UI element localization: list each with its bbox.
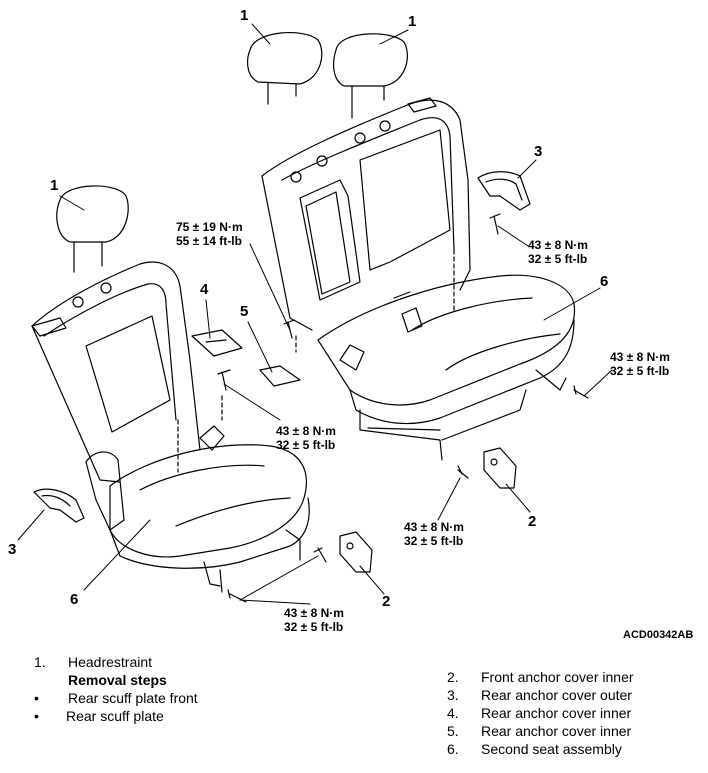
seat-exploded-diagram bbox=[17, 23, 613, 605]
rear-anchor-cover-outer-right bbox=[477, 171, 531, 211]
callout-seat-left: 6 bbox=[70, 591, 79, 608]
callout-rear-anchor-outer-right: 3 bbox=[534, 143, 543, 160]
leader-lines bbox=[17, 23, 613, 605]
callout-front-anchor-right: 2 bbox=[528, 513, 537, 530]
bolts bbox=[217, 213, 589, 603]
list-item: • Rear scuff plate front bbox=[34, 689, 314, 707]
rear-anchor-cover-outer-left bbox=[33, 488, 85, 523]
removal-steps-heading: Removal steps bbox=[68, 672, 167, 688]
bullet: • bbox=[34, 708, 39, 724]
front-seat-assembly bbox=[31, 261, 310, 593]
list-item: 3. Rear anchor cover outer bbox=[447, 686, 697, 704]
item-label: Front anchor cover inner bbox=[481, 669, 634, 685]
callout-rear-anchor-inner-5: 5 bbox=[240, 303, 249, 320]
callout-rear-anchor-inner-4: 4 bbox=[200, 281, 209, 298]
item-label: Rear anchor cover outer bbox=[481, 687, 632, 703]
callout-rear-anchor-outer-left: 3 bbox=[8, 541, 17, 558]
callout-seat-right: 6 bbox=[600, 273, 609, 290]
list-item: 5. Rear anchor cover inner bbox=[447, 722, 697, 740]
callout-front-anchor-left: 2 bbox=[382, 593, 391, 610]
callout-headrest-front: 1 bbox=[50, 177, 59, 194]
figure-code: ACD00342AB bbox=[623, 629, 694, 641]
headrest-front bbox=[56, 185, 129, 273]
front-anchor-cover-left bbox=[339, 531, 373, 573]
rear-anchor-cover-inner-4 bbox=[191, 329, 243, 357]
list-item: 2. Front anchor cover inner bbox=[447, 668, 697, 686]
item-label: Rear scuff plate bbox=[66, 708, 164, 724]
item-label: Rear anchor cover inner bbox=[481, 705, 632, 721]
parts-list-right: 2. Front anchor cover inner 3. Rear anch… bbox=[447, 668, 697, 758]
item-number: 2. bbox=[447, 669, 459, 685]
rear-seat-assembly bbox=[261, 97, 576, 461]
list-item: 6. Second seat assembly bbox=[447, 740, 697, 758]
list-item: 4. Rear anchor cover inner bbox=[447, 704, 697, 722]
parts-list-left: 1. Headrestraint Removal steps • Rear sc… bbox=[34, 653, 314, 725]
rear-anchor-cover-inner-5 bbox=[259, 365, 301, 387]
item-number: 4. bbox=[447, 705, 459, 721]
headrest-rear-right bbox=[333, 33, 408, 119]
item-label: Second seat assembly bbox=[481, 741, 622, 757]
bullet: • bbox=[34, 690, 39, 706]
item-number: 6. bbox=[447, 741, 459, 757]
item-number: 5. bbox=[447, 723, 459, 739]
list-item: 1. Headrestraint bbox=[34, 653, 314, 671]
item-number: 3. bbox=[447, 687, 459, 703]
headrest-rear-left bbox=[247, 31, 323, 105]
item-number: 1. bbox=[34, 654, 46, 670]
item-label: Rear scuff plate front bbox=[68, 690, 198, 706]
list-item: • Rear scuff plate bbox=[34, 707, 314, 725]
item-label: Rear anchor cover inner bbox=[481, 723, 632, 739]
front-anchor-cover-right bbox=[483, 447, 517, 489]
callout-headrest-rear-left: 1 bbox=[240, 7, 249, 24]
item-label: Headrestraint bbox=[68, 654, 153, 670]
callout-headrest-rear-right: 1 bbox=[408, 13, 417, 30]
